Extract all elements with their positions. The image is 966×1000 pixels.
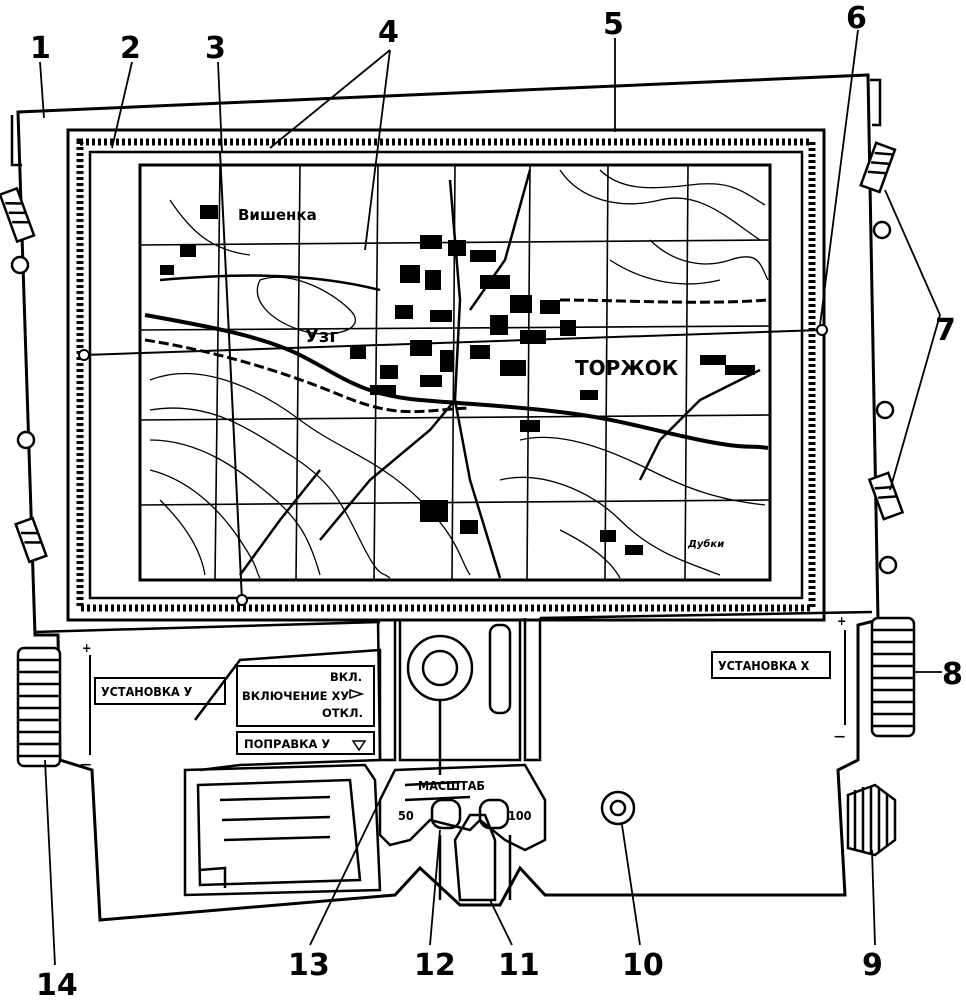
scale-100: 100 [508,808,532,823]
plate-set-y-text: УСТАНОВКА У [101,684,193,699]
plate-set-x-text: УСТАНОВКА Х [718,658,810,673]
callout-numbers: 1 2 3 4 5 6 7 8 9 10 11 12 13 14 [30,1,963,1000]
side-clamps [0,141,905,575]
callout-10: 10 [622,948,664,983]
plus-y: + [82,640,91,655]
callout-6: 6 [846,1,867,36]
map-label-uzg: Узг [305,326,339,347]
map-river [144,313,769,450]
minus-y: — [80,756,91,771]
callout-2: 2 [120,31,141,66]
knob-y [16,646,62,768]
scale-title: МАСШТАБ [418,778,485,793]
callout-8: 8 [942,657,963,692]
switch-off-label: ОТКЛ. [322,706,363,720]
center-block [376,618,547,902]
callout-7: 7 [935,313,956,348]
callout-13: 13 [288,948,330,983]
button-10 [600,790,636,826]
switch-block: ВКЛ. ВКЛЮЧЕНИЕ ХУ ОТКЛ. ПОПРАВКА У [194,648,382,772]
crosshair-lines [78,151,828,606]
callout-12: 12 [414,948,456,983]
plus-x: + [837,613,846,628]
scale-50: 50 [398,808,414,823]
minus-x: — [834,728,845,743]
switch-on-label: ВКЛ. [330,670,362,684]
map-contours [149,169,769,579]
callout-9: 9 [862,948,883,983]
callout-3: 3 [205,31,226,66]
callout-4: 4 [378,15,399,50]
correction-y-label: ПОПРАВКА У [244,737,330,751]
callout-1: 1 [30,31,51,66]
switch-xy-label: ВКЛЮЧЕНИЕ ХУ [242,689,349,703]
device-body [10,73,882,922]
drawer [183,763,382,897]
callout-5: 5 [603,7,624,42]
map-town-blocks [160,205,755,555]
knob-9 [846,783,897,857]
map-label-torzhok: ТОРЖОК [575,356,679,380]
callout-11: 11 [498,948,540,983]
plate-set-x: УСТАНОВКА Х [711,651,831,679]
knob-x [870,616,916,738]
map-roads [159,169,761,579]
map-image: ТОРЖОК Вишенка Дубки Узг [138,163,772,582]
map-label-vishenka: Вишенка [238,206,317,224]
plate-set-y: УСТАНОВКА У [94,677,226,705]
map-label-dubki: Дубки [687,538,724,550]
callout-14: 14 [36,968,78,1000]
leader-lines [39,29,942,966]
